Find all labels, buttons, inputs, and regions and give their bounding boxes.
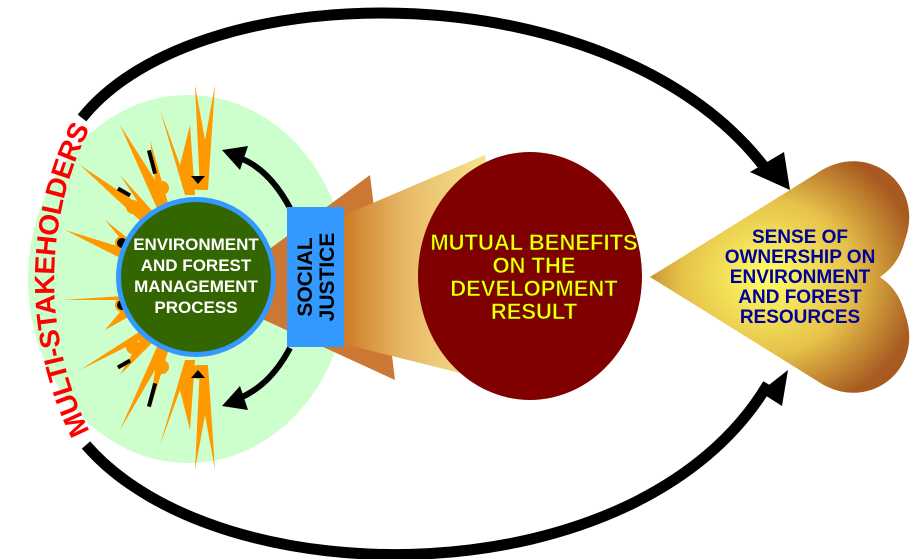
ownership-line-1: SENSE OF	[752, 227, 848, 248]
ownership-line-5: RESOURCES	[740, 307, 860, 328]
arrowhead	[750, 152, 790, 190]
core-line-1: ENVIRONMENT	[133, 235, 259, 254]
benefits-circle	[418, 152, 642, 400]
curved-arrow-right-icon	[77, 7, 773, 176]
ownership-line-3: ENVIRONMENT	[730, 267, 871, 288]
benefits-line-1: MUTUAL BENEFITS	[430, 230, 637, 255]
ownership-heart	[650, 161, 910, 393]
ownership-line-2: OWNERSHIP ON	[725, 247, 876, 268]
benefits-line-4: RESULT	[491, 299, 578, 324]
benefits-label: MUTUAL BENEFITS ON THE DEVELOPMENT RESUL…	[430, 230, 638, 325]
flow-arrow-bottom	[81, 370, 788, 559]
core-line-2: AND FOREST	[141, 256, 252, 275]
ownership-line-4: AND FOREST	[738, 287, 862, 308]
benefits-line-2: ON THE	[492, 253, 575, 278]
social-justice-line-1: SOCIAL	[294, 237, 317, 317]
curved-arrow-right-icon	[81, 381, 773, 559]
people-circle-icon	[62, 85, 215, 470]
ownership-label: SENSE OF OWNERSHIP ON ENVIRONMENT AND FO…	[725, 227, 876, 328]
curved-arrow-up-icon	[238, 155, 293, 210]
flow-arrow-top	[77, 7, 790, 190]
cycle-arrow-bottom	[222, 346, 293, 410]
core-line-4: PROCESS	[154, 298, 237, 317]
cycle-arrow-top	[222, 146, 293, 210]
core-circle	[121, 202, 271, 352]
social-justice-box	[287, 207, 344, 347]
curved-arrow-down-icon	[238, 346, 293, 401]
benefits-line-3: DEVELOPMENT	[450, 276, 618, 301]
arrowhead	[760, 370, 788, 406]
core-line-3: MANAGEMENT	[134, 277, 258, 296]
core-label: ENVIRONMENT AND FOREST MANAGEMENT PROCES…	[133, 235, 259, 317]
social-justice-line-2: JUSTICE	[316, 233, 339, 322]
social-justice-label: SOCIAL JUSTICE	[294, 233, 339, 322]
